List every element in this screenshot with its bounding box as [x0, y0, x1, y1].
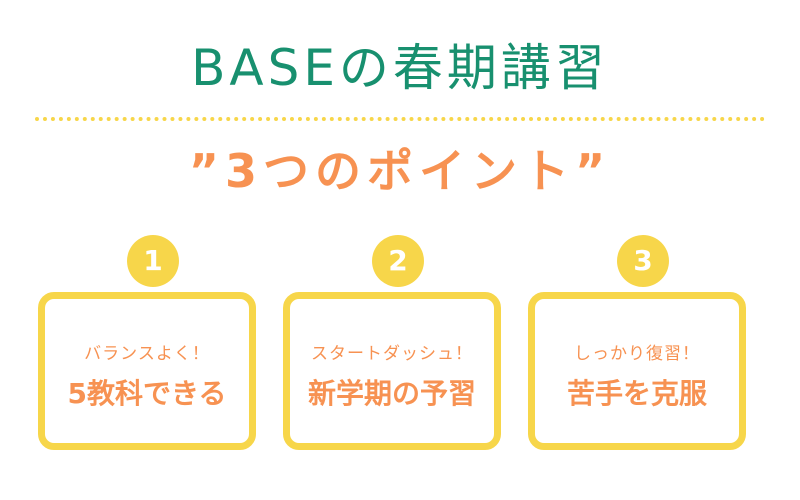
point-card-3: しっかり復習！ 苦手を克服: [528, 292, 746, 450]
point-card-heading: 新学期の予習: [307, 377, 476, 410]
dotted-divider: [35, 117, 765, 121]
point-number-badge-3: 3: [617, 235, 669, 287]
page-title: BASEの春期講習: [191, 39, 609, 97]
page-subtitle: ”3つのポイント”: [188, 144, 612, 198]
point-card-1: バランスよく！ 5教科できる: [38, 292, 256, 450]
point-card-subtext: スタートダッシュ！: [311, 344, 473, 364]
point-card-heading: 5教科できる: [67, 377, 227, 410]
point-card-heading: 苦手を克服: [566, 377, 707, 410]
point-card-2: スタートダッシュ！ 新学期の予習: [283, 292, 501, 450]
point-number-badge-2: 2: [372, 235, 424, 287]
point-card-subtext: しっかり復習！: [574, 344, 700, 364]
point-number-badge-1: 1: [127, 235, 179, 287]
point-card-subtext: バランスよく！: [84, 344, 210, 364]
